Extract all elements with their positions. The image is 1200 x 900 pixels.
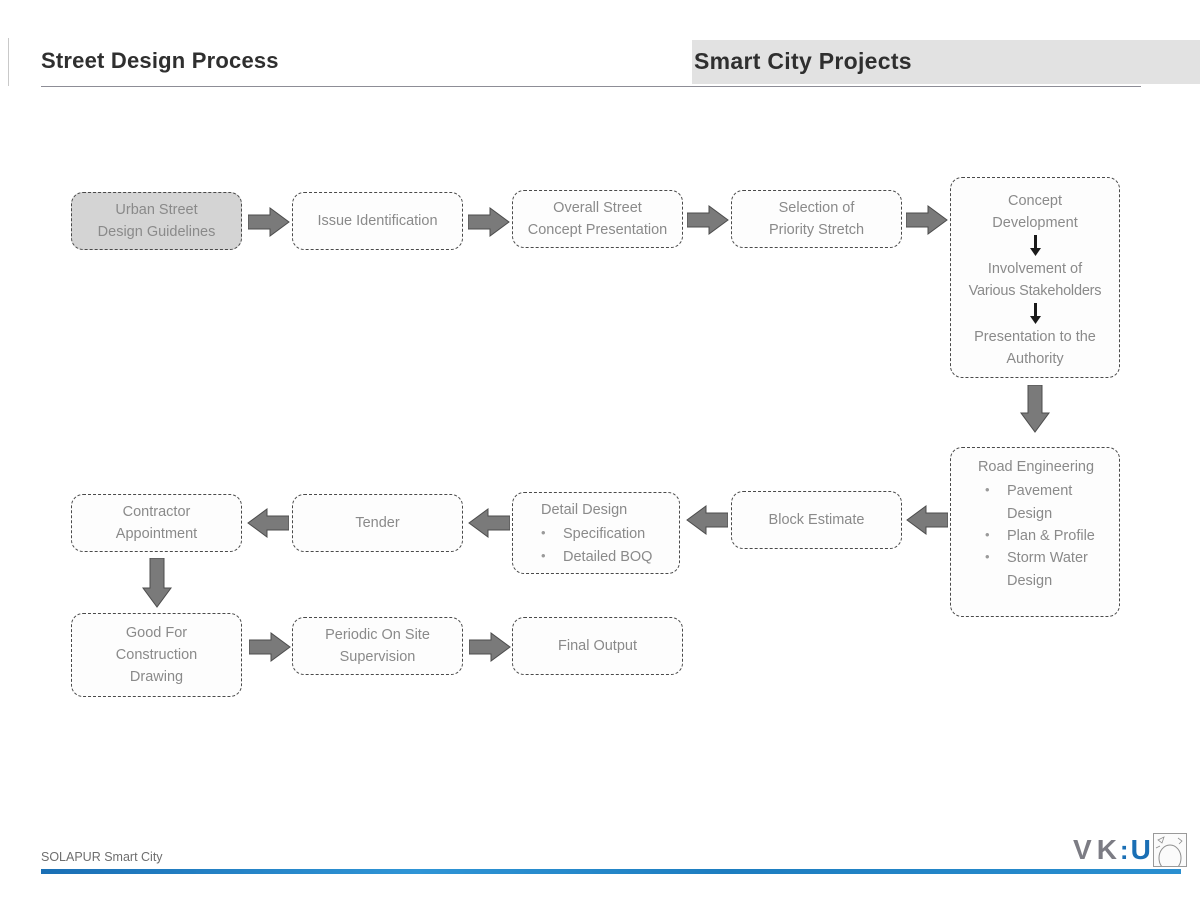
flow-node-selection-of-priority-stretch[interactable]: Selection of Priority Stretch: [731, 190, 902, 248]
arrow-left-3: [468, 508, 510, 538]
flow-node-urban-street-design-guidelines[interactable]: Urban Street Design Guidelines: [71, 192, 242, 250]
node-line: Good For: [125, 624, 188, 641]
logo-letter-v: V: [1073, 834, 1093, 865]
arrow-right-3: [687, 205, 729, 235]
node-line: Priority Stretch: [768, 222, 865, 238]
node-line: Authority: [1006, 351, 1064, 368]
node-bullet: Detailed BOQ: [541, 546, 669, 568]
node-line: Concept: [1007, 193, 1062, 209]
node-line: Final Output: [558, 637, 637, 654]
logo-letter-k: K: [1096, 834, 1118, 865]
logo-colon: :: [1119, 835, 1129, 865]
arrow-down-contractor-to-gfc: [142, 558, 172, 608]
arrow-left-1: [906, 505, 948, 535]
arrow-right-2: [468, 207, 510, 237]
node-line: Construction: [115, 646, 198, 663]
node-line: Presentation to the: [974, 329, 1096, 346]
header-left-edge-rule: [8, 38, 9, 86]
flow-node-issue-identification[interactable]: Issue Identification: [292, 192, 463, 250]
header-gray-band: [692, 40, 1200, 84]
inner-down-arrow-icon: [1029, 235, 1041, 257]
node-bullet: Specification: [541, 523, 669, 545]
node-line: Overall Street: [553, 199, 642, 216]
flow-node-concept-development[interactable]: Concept Development Involvement of Vario…: [950, 177, 1120, 378]
node-line: Tender: [355, 514, 400, 531]
node-line: Concept Presentation: [527, 222, 668, 238]
arrow-right-5: [249, 632, 291, 662]
node-bullet: Plan & Profile: [985, 525, 1109, 547]
node-bullet: Storm Water: [985, 547, 1109, 569]
logo-letter-u: U: [1130, 834, 1151, 865]
flow-node-block-estimate[interactable]: Block Estimate: [731, 491, 902, 549]
flow-node-overall-street-concept-presentation[interactable]: Overall Street Concept Presentation: [512, 190, 683, 248]
page-header: Street Design Process Smart City Project…: [0, 0, 1200, 95]
flow-node-road-engineering[interactable]: Road Engineering Pavement Design Plan & …: [950, 447, 1120, 617]
vku-logo: V K : U: [1073, 832, 1187, 868]
flow-node-periodic-on-site-supervision[interactable]: Periodic On Site Supervision: [292, 617, 463, 675]
node-line: Drawing: [129, 669, 184, 686]
node-bullet-continuation: Design: [1007, 572, 1053, 589]
arrow-right-4: [906, 205, 948, 235]
flow-node-contractor-appointment[interactable]: Contractor Appointment: [71, 494, 242, 552]
flow-node-detail-design[interactable]: Detail Design Specification Detailed BOQ: [512, 492, 680, 574]
node-line: Periodic On Site: [325, 626, 430, 643]
flow-node-final-output[interactable]: Final Output: [512, 617, 683, 675]
node-line: Involvement of: [987, 261, 1083, 278]
page-title: Street Design Process: [41, 48, 279, 73]
node-heading: Road Engineering: [977, 459, 1095, 475]
node-line: Urban Street: [115, 201, 198, 218]
node-line: Supervision: [339, 649, 416, 665]
node-bullet-list: Specification Detailed BOQ: [525, 523, 669, 568]
node-heading: Detail Design: [541, 502, 628, 518]
node-line: Design Guidelines: [97, 224, 216, 240]
arrow-left-4: [247, 508, 289, 538]
flow-node-tender[interactable]: Tender: [292, 494, 463, 552]
node-line: Issue Identification: [317, 212, 438, 229]
footer-accent-bar: [41, 869, 1181, 874]
node-line: Development: [992, 215, 1078, 232]
node-bullet-list: Pavement Design Plan & Profile Storm Wat…: [963, 480, 1109, 592]
node-line: Block Estimate: [768, 511, 865, 528]
arrow-right-6: [469, 632, 511, 662]
node-line: Selection of: [778, 199, 855, 216]
logo-sketch-mark-icon: [1152, 833, 1187, 867]
arrow-left-2: [686, 505, 728, 535]
node-line: Contractor: [122, 503, 191, 520]
inner-down-arrow-icon: [1029, 303, 1041, 325]
project-title: Smart City Projects: [694, 48, 912, 74]
arrow-right-1: [248, 207, 290, 237]
node-line: Appointment: [115, 526, 198, 542]
arrow-down-concept-to-road: [1020, 385, 1050, 433]
node-line: Various Stakeholders: [968, 283, 1102, 300]
header-divider-rule: [41, 86, 1141, 87]
node-bullet: Pavement Design: [985, 480, 1109, 525]
flow-node-good-for-construction-drawing[interactable]: Good For Construction Drawing: [71, 613, 242, 697]
footer-label: SOLAPUR Smart City: [41, 850, 163, 864]
